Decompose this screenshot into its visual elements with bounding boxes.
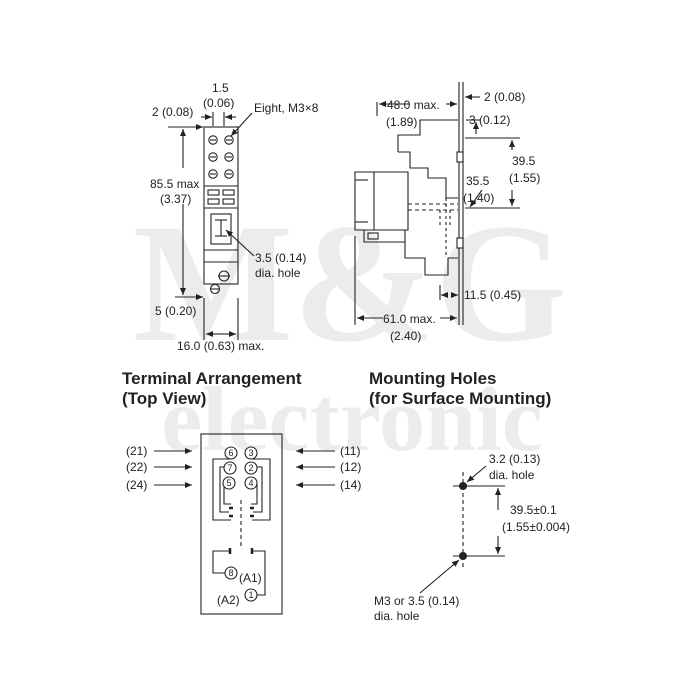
side-view (354, 82, 520, 325)
bottom-right: 11.5 (0.45) (464, 288, 521, 302)
hole-top-b: dia. hole (489, 468, 535, 482)
spacing-b: (1.55±0.004) (502, 520, 570, 534)
bottom-offset: 5 (0.20) (155, 304, 196, 318)
height-b: (3.37) (160, 192, 191, 206)
watermark: M&G electronic (133, 189, 567, 470)
pin-7 (223, 461, 237, 475)
pin-label-3: 3 (248, 448, 253, 458)
height-a: 85.5 max (150, 177, 199, 191)
socket-body-outline (203, 126, 239, 285)
terminal-arrangement-title: Terminal Arrangement (Top View) (122, 369, 302, 408)
mounting-diagram (419, 465, 505, 594)
pin-5 (222, 476, 236, 490)
width-dim: 16.0 (0.63) max. (177, 339, 264, 353)
screw-label: Eight, M3×8 (254, 101, 319, 115)
spacing-a: 39.5±0.1 (510, 503, 557, 517)
hole-top-a: 3.2 (0.13) (489, 452, 540, 466)
terminal-title-1: Terminal Arrangement (122, 369, 302, 388)
hole-bot-b: dia. hole (374, 609, 420, 623)
pin-8 (224, 566, 238, 580)
mounting-holes-title: Mounting Holes (for Surface Mounting) (369, 369, 551, 408)
pin-label-7: 7 (227, 463, 232, 473)
pin-label-2: 2 (248, 463, 253, 473)
pin-label-1: 1 (248, 590, 253, 600)
terminal-labels: 6 3 7 2 5 4 8 1 (A1) (A2) (21) (22) (24)… (126, 444, 361, 607)
right-label-12: (12) (340, 460, 361, 474)
total-a: 61.0 max. (383, 312, 436, 326)
right-label-11: (11) (340, 444, 360, 458)
top-depth-b: (1.89) (386, 115, 417, 129)
dim-top-b: (0.06) (203, 96, 234, 110)
left-label-21: (21) (126, 444, 147, 458)
top-depth-a: 48.0 max. (387, 98, 440, 112)
rail-thick: 2 (0.08) (484, 90, 525, 104)
left-label-22: (22) (126, 460, 147, 474)
front-view-labels: 1.5 (0.06) 2 (0.08) Eight, M3×8 85.5 max… (150, 81, 319, 353)
mounting-title-2: (for Surface Mounting) (369, 389, 551, 408)
pin-2 (244, 461, 258, 475)
h355-a: 35.5 (466, 174, 490, 188)
dim-top-a: 1.5 (212, 81, 229, 95)
h395-a: 39.5 (512, 154, 536, 168)
right-label-14: (14) (340, 478, 361, 492)
watermark-line-1: M&G (133, 189, 567, 377)
total-b: (2.40) (390, 329, 421, 343)
pin-label-5: 5 (226, 478, 231, 488)
terminal-diagram (154, 433, 335, 615)
dim-left: 2 (0.08) (152, 105, 193, 119)
h395-b: (1.55) (509, 171, 540, 185)
pin-6 (224, 446, 238, 460)
left-label-24: (24) (126, 478, 147, 492)
mounting-title-1: Mounting Holes (369, 369, 496, 388)
side-view-labels: 48.0 max. (1.89) 2 (0.08) 3 (0.12) 39.5 … (383, 90, 540, 343)
h355-b: (1.40) (463, 191, 494, 205)
hole-bot-a: M3 or 3.5 (0.14) (374, 594, 459, 608)
terminal-outline (200, 433, 283, 615)
mounting-labels: 3.2 (0.13) dia. hole 39.5±0.1 (1.55±0.00… (374, 452, 570, 623)
pin-3 (244, 446, 258, 460)
rail-gap: 3 (0.12) (469, 113, 510, 127)
coil-a2: (A2) (217, 593, 240, 607)
terminal-title-2: (Top View) (122, 389, 206, 408)
coil-a1: (A1) (239, 571, 262, 585)
front-view (168, 112, 255, 340)
pin-1 (244, 588, 258, 602)
hole-a: 3.5 (0.14) (255, 251, 306, 265)
pin-label-4: 4 (248, 478, 253, 488)
pin-label-6: 6 (228, 448, 233, 458)
pin-label-8: 8 (228, 568, 233, 578)
pin-4 (244, 476, 258, 490)
hole-b: dia. hole (255, 266, 301, 280)
